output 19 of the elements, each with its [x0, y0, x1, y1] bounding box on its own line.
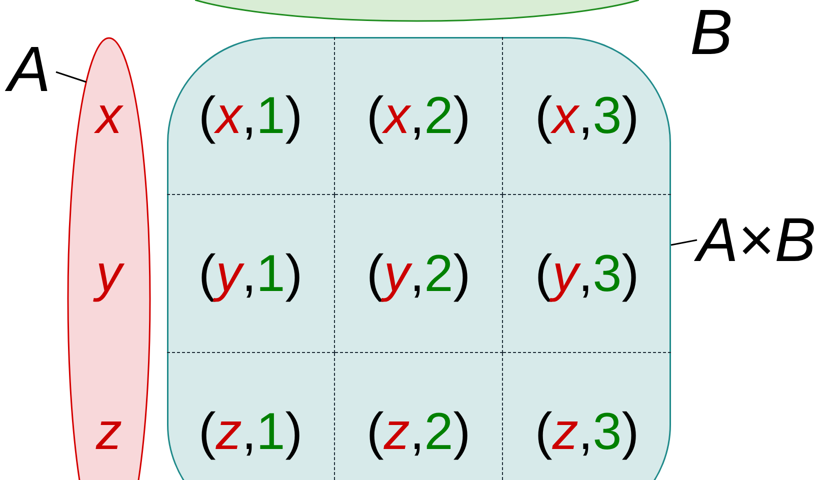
grid-cell: [167, 37, 335, 195]
leader-line: [670, 239, 698, 246]
ordered-pair-label: (x,1): [198, 90, 303, 142]
ordered-pair-label: (x,2): [366, 90, 471, 142]
leader-line: [56, 71, 86, 83]
grid-cell: [167, 195, 335, 353]
ordered-pair-label: (y,2): [366, 248, 471, 300]
element-label: x: [96, 90, 122, 142]
ordered-pair-label: (z,2): [366, 406, 471, 458]
ordered-pair-label: (z,1): [198, 406, 303, 458]
ordered-pair-label: (y,3): [534, 248, 640, 300]
grid-cell: [335, 37, 503, 195]
set-label: B: [690, 0, 733, 64]
ordered-pair-label: (y,1): [198, 248, 303, 300]
grid-cell: [335, 195, 503, 353]
ordered-pair-label: (x,3): [534, 90, 640, 142]
ordered-pair-label: (z,3): [534, 406, 640, 458]
element-label: z: [96, 406, 122, 458]
rounded-box: [167, 37, 671, 480]
